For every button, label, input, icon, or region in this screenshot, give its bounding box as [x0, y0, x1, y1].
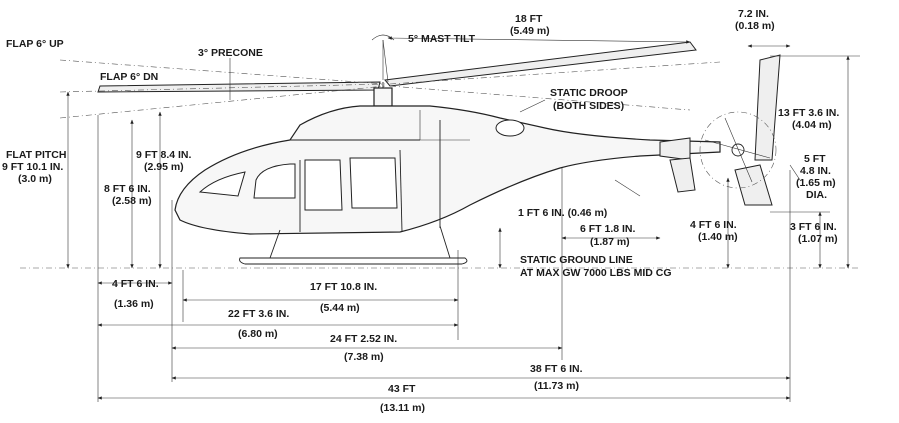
flap-up-label: FLAP 6° UP: [6, 38, 64, 50]
dim-43-m: (13.11 m): [380, 402, 425, 414]
tail-rotor-dia-2: 4.8 IN.: [800, 165, 831, 177]
dim-24-ft: 24 FT 2.52 IN.: [330, 333, 397, 345]
dim-43-ft: 43 FT: [388, 383, 416, 395]
tail-rotor-dia-4: DIA.: [806, 189, 827, 201]
stab-height-m: (1.40 m): [698, 231, 738, 243]
mast-height-m: (2.95 m): [144, 161, 184, 173]
main-rotor: [59, 34, 721, 119]
skid-length-m: (5.44 m): [320, 302, 360, 314]
static-droop-label: STATIC DROOP: [550, 87, 628, 99]
tail-rotor-dia-3: (1.65 m): [796, 177, 836, 189]
dim-24-m: (7.38 m): [344, 351, 384, 363]
tail-height-m: (4.04 m): [792, 119, 832, 131]
tail-offset-in: 7.2 IN.: [738, 8, 769, 20]
precone-label: 3° PRECONE: [198, 47, 263, 59]
rotor-radius-m: (5.49 m): [510, 25, 550, 37]
flat-pitch-m: (3.0 m): [18, 173, 52, 185]
skid-length-ft: 17 FT 10.8 IN.: [310, 281, 377, 293]
flat-pitch-label: FLAT PITCH: [6, 149, 66, 161]
mast-height-ft: 9 FT 8.4 IN.: [136, 149, 192, 161]
stab-height-ft: 4 FT 6 IN.: [690, 219, 737, 231]
tail-clearance-ft: 3 FT 6 IN.: [790, 221, 837, 233]
tail-offset-m: (0.18 m): [735, 20, 775, 32]
mast-tilt-label: 5° MAST TILT: [408, 33, 476, 45]
dim-22-m: (6.80 m): [238, 328, 278, 340]
ground-line-condition: AT MAX GW 7000 LBS MID CG: [520, 267, 672, 279]
nose-offset-m: (1.36 m): [114, 298, 154, 310]
tail-clearance-m: (1.07 m): [798, 233, 838, 245]
flat-pitch-ft: 9 FT 10.1 IN.: [2, 161, 63, 173]
dim-38-m: (11.73 m): [534, 380, 579, 392]
stab-width-m: (1.87 m): [590, 236, 630, 248]
droop-height-ft: 8 FT 6 IN.: [104, 183, 151, 195]
static-droop-sides-label: (BOTH SIDES): [553, 100, 624, 112]
rotor-radius-ft: 18 FT: [515, 13, 543, 25]
tail-height-ft: 13 FT 3.6 IN.: [778, 107, 839, 119]
stab-width-ft: 6 FT 1.8 IN.: [580, 223, 636, 235]
dim-22-ft: 22 FT 3.6 IN.: [228, 308, 289, 320]
droop-height-m: (2.58 m): [112, 195, 152, 207]
ground-line-label: STATIC GROUND LINE: [520, 254, 633, 266]
helicopter-fuselage: [174, 54, 781, 265]
dim-38-ft: 38 FT 6 IN.: [530, 363, 583, 375]
tail-rotor-dia-1: 5 FT: [804, 153, 826, 165]
nose-offset-ft: 4 FT 6 IN.: [112, 278, 159, 290]
skid-clearance: 1 FT 6 IN. (0.46 m): [518, 207, 607, 219]
flap-dn-label: FLAP 6° DN: [100, 71, 158, 83]
